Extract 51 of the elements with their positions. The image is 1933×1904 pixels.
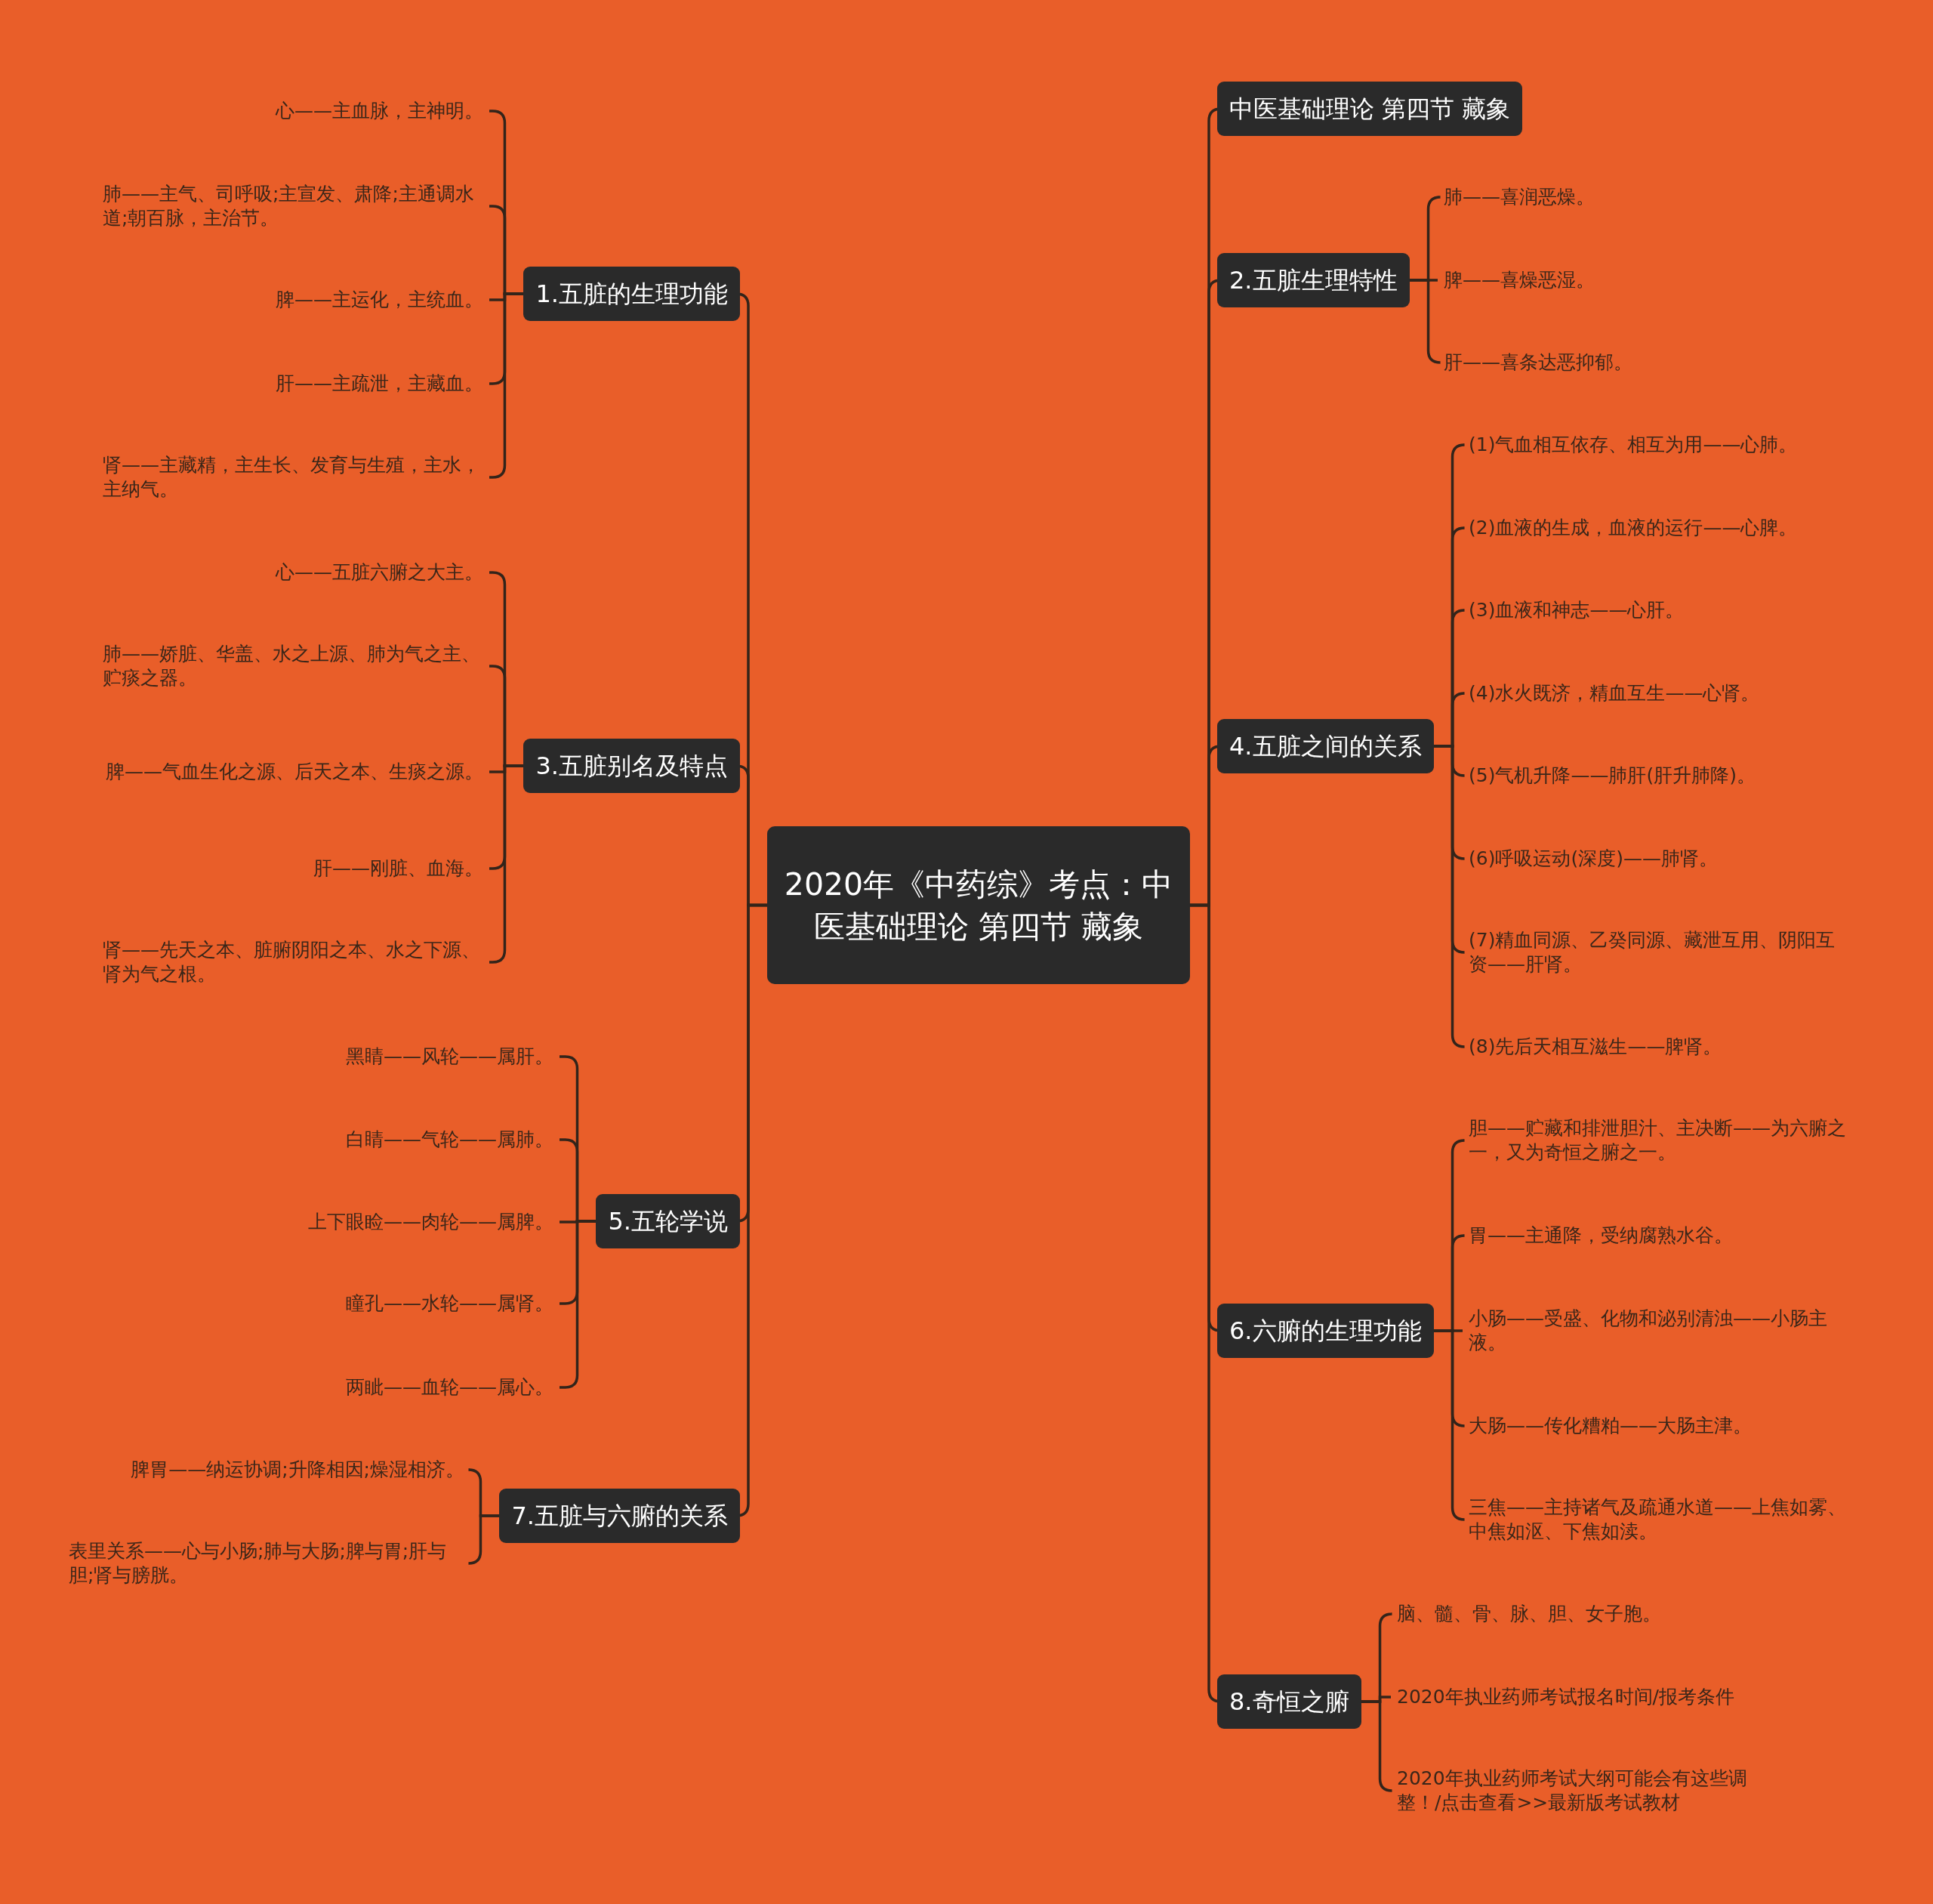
branch-text: (3)血液和神志——心肝。	[1463, 598, 1691, 622]
branch-text: 胆——贮藏和排泄胆汁、主决断——为六腑之一，又为奇恒之腑之一。	[1463, 1116, 1855, 1165]
central-topic-box: 2020年《中药综》考点：中医基础理论 第四节 藏象	[767, 826, 1190, 984]
branch-text: 肾——主藏精，主生长、发育与生殖，主水，主纳气。	[97, 453, 489, 501]
branch-text: (2)血液的生成，血液的运行——心脾。	[1463, 516, 1804, 540]
connector-line	[1433, 1329, 1466, 1521]
branch-text: 黑睛——风轮——属肝。	[340, 1045, 560, 1069]
branch-text: 2020年执业药师考试大纲可能会有这些调整！/点击查看>>最新版考试教材	[1391, 1767, 1783, 1815]
branch-text: 表里关系——心与小肠;肺与大肠;脾与胃;肝与胆;肾与膀胱。	[63, 1539, 470, 1588]
branch-text: 肺——娇脏、华盖、水之上源、肺为气之主、贮痰之器。	[97, 642, 489, 690]
connector-line	[1361, 1700, 1394, 1792]
branch-text: 肝——喜条达恶抑郁。	[1438, 350, 1639, 375]
branch-text: 三焦——主持诸气及疏通水道——上焦如雾、中焦如沤、下焦如渎。	[1463, 1495, 1855, 1544]
connector-line	[467, 1514, 500, 1565]
branch-text: (4)水火既济，精血互生——心肾。	[1463, 681, 1766, 705]
connector-line	[1409, 279, 1442, 364]
branch-text: 肝——主疏泄，主藏血。	[270, 372, 489, 396]
topic-box: 2.五脏生理特性	[1217, 253, 1410, 307]
branch-text: (1)气血相互依存、相互为用——心肺。	[1463, 433, 1804, 457]
branch-text: 胃——主通降，受纳腐熟水谷。	[1463, 1224, 1739, 1248]
branch-text: (7)精血同源、乙癸同源、藏泄互用、阴阳互资——肝肾。	[1463, 928, 1855, 977]
branch-text: 两眦——血轮——属心。	[340, 1375, 560, 1399]
branch-text: 脾——喜燥恶湿。	[1438, 268, 1601, 292]
branch-text: (8)先后天相互滋生——脾肾。	[1463, 1035, 1728, 1059]
branch-text: (6)呼吸运动(深度)——肺肾。	[1463, 847, 1724, 871]
branch-text: 脾——气血生化之源、后天之本、生痰之源。	[100, 760, 489, 784]
branch-text: 脾——主运化，主统血。	[270, 288, 489, 312]
branch-text: 瞳孔——水轮——属肾。	[340, 1291, 560, 1316]
topic-box: 5.五轮学说	[596, 1194, 740, 1248]
branch-text: 肾——先天之本、脏腑阴阳之本、水之下源、肾为气之根。	[97, 938, 489, 986]
topic-box: 7.五脏与六腑的关系	[499, 1489, 740, 1543]
topic-box: 1.五脏的生理功能	[523, 267, 740, 321]
branch-text: 心——五脏六腑之大主。	[270, 560, 489, 585]
branch-text: 白睛——气轮——属肺。	[340, 1128, 560, 1152]
topic-box: 4.五脏之间的关系	[1217, 719, 1434, 773]
branch-text: 脾胃——纳运协调;升降相因;燥湿相济。	[125, 1458, 470, 1482]
branch-text: 小肠——受盛、化物和泌别清浊——小肠主液。	[1463, 1307, 1855, 1355]
topic-box: 中医基础理论 第四节 藏象	[1217, 82, 1523, 136]
branch-text: 肺——喜润恶燥。	[1438, 185, 1601, 209]
branch-text: 肝——刚脏、血海。	[307, 856, 489, 881]
topic-box: 8.奇恒之腑	[1217, 1674, 1361, 1729]
branch-text: 肺——主气、司呼吸;主宣发、肃降;主通调水道;朝百脉，主治节。	[97, 182, 489, 230]
branch-text: 脑、髓、骨、脉、胆、女子胞。	[1391, 1602, 1667, 1626]
connector-line	[1433, 745, 1466, 1048]
branch-text: 心——主血脉，主神明。	[270, 99, 489, 123]
branch-text: 上下眼睑——肉轮——属脾。	[302, 1210, 560, 1234]
branch-text: 大肠——传化糟粕——大肠主津。	[1463, 1414, 1758, 1438]
branch-text: 2020年执业药师考试报名时间/报考条件	[1391, 1685, 1741, 1709]
topic-box: 6.六腑的生理功能	[1217, 1304, 1434, 1358]
branch-text: (5)气机升降——肺肝(肝升肺降)。	[1463, 764, 1762, 788]
topic-box: 3.五脏别名及特点	[523, 739, 740, 793]
